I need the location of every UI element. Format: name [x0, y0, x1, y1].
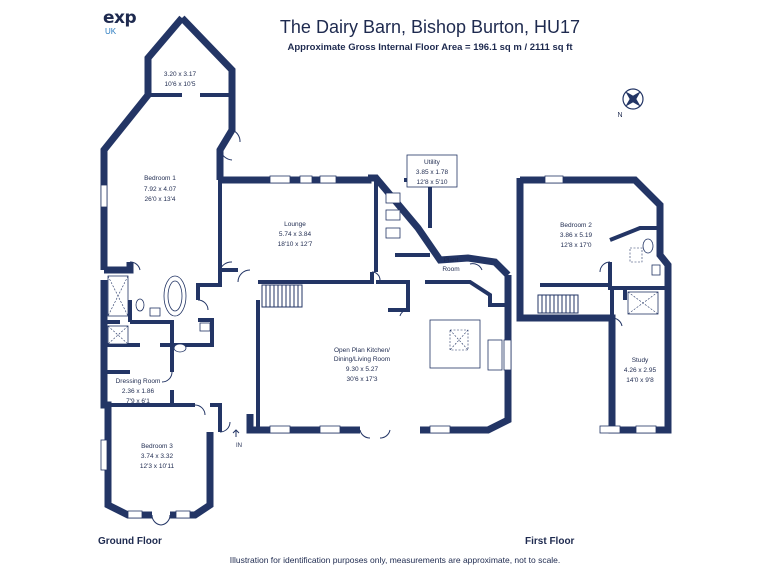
bedroom1-dimensions-m: 7.92 x 4.07 [144, 186, 177, 193]
compass-north-label: N [617, 112, 622, 119]
dressing-room-dimensions-m: 2.36 x 1.86 [122, 388, 155, 395]
top-room-dimensions-ft: 10'6 x 10'5 [164, 81, 195, 88]
lounge-name: Lounge [284, 221, 306, 228]
ground-floor-fixtures [107, 192, 503, 371]
open-plan-name-line2: Dining/Living Room [334, 356, 390, 363]
bedroom3-dimensions-m: 3.74 x 3.32 [141, 453, 174, 460]
first-floor-stairs [537, 294, 579, 314]
ground-floor-label: Ground Floor [98, 536, 162, 547]
bedroom2-dimensions-m: 3.86 x 5.19 [560, 232, 593, 239]
bedroom2-name: Bedroom 2 [560, 222, 592, 229]
logo-mark: exp [103, 8, 137, 28]
open-plan-dimensions-m: 9.30 x 5.27 [346, 366, 379, 373]
lounge-dimensions-m: 5.74 x 3.84 [279, 231, 312, 238]
dressing-room-name: Dressing Room [116, 378, 161, 385]
ground-floor-windows [100, 175, 512, 519]
first-floor-walls [516, 176, 672, 434]
bedroom3-dimensions-ft: 12'3 x 10'11 [140, 463, 175, 470]
bedroom1-name: Bedroom 1 [144, 175, 176, 182]
plant-room-name-line1: Plant [444, 257, 459, 264]
first-floor-fixtures [599, 238, 661, 327]
entrance-label: IN [236, 443, 242, 449]
utility-label-box [406, 154, 458, 188]
study-name: Study [632, 357, 649, 364]
ground-floor-stairs [261, 284, 303, 308]
study-dimensions-m: 4.26 x 2.95 [624, 367, 657, 374]
open-plan-name-line1: Open Plan Kitchen/ [334, 347, 390, 354]
floor-area-subtitle: Approximate Gross Internal Floor Area = … [287, 42, 573, 53]
study-dimensions-ft: 14'0 x 9'8 [626, 377, 654, 384]
entrance-arrow-icon [232, 429, 240, 437]
ground-floor-doors [129, 129, 483, 526]
logo-region: UK [105, 27, 117, 36]
utility-dimensions-m: 3.85 x 1.78 [416, 169, 449, 176]
open-plan-dimensions-ft: 30'6 x 17'3 [346, 376, 377, 383]
utility-name: Utility [424, 159, 441, 166]
top-room-dimensions-m: 3.20 x 3.17 [164, 71, 197, 78]
page-title: The Dairy Barn, Bishop Burton, HU17 [279, 17, 581, 37]
exp-uk-logo: exp UK [103, 10, 143, 44]
first-floor-inner-walls [540, 226, 668, 318]
utility-dimensions-ft: 12'8 x 5'10 [416, 179, 447, 186]
ground-floor-inner-walls [104, 93, 508, 432]
bedroom2-dimensions-ft: 12'8 x 17'0 [560, 242, 591, 249]
dressing-room-dimensions-ft: 7'9 x 6'1 [126, 398, 150, 405]
first-floor-label: First Floor [525, 536, 575, 547]
bedroom3-name: Bedroom 3 [141, 443, 173, 450]
disclaimer-footer: Illustration for identification purposes… [229, 555, 561, 565]
first-floor-windows [544, 175, 657, 434]
lounge-dimensions-ft: 18'10 x 12'7 [278, 241, 313, 248]
bedroom1-dimensions-ft: 26'0 x 13'4 [144, 196, 175, 203]
compass-icon [622, 88, 644, 110]
plant-room-name-line2: Room [442, 266, 459, 273]
